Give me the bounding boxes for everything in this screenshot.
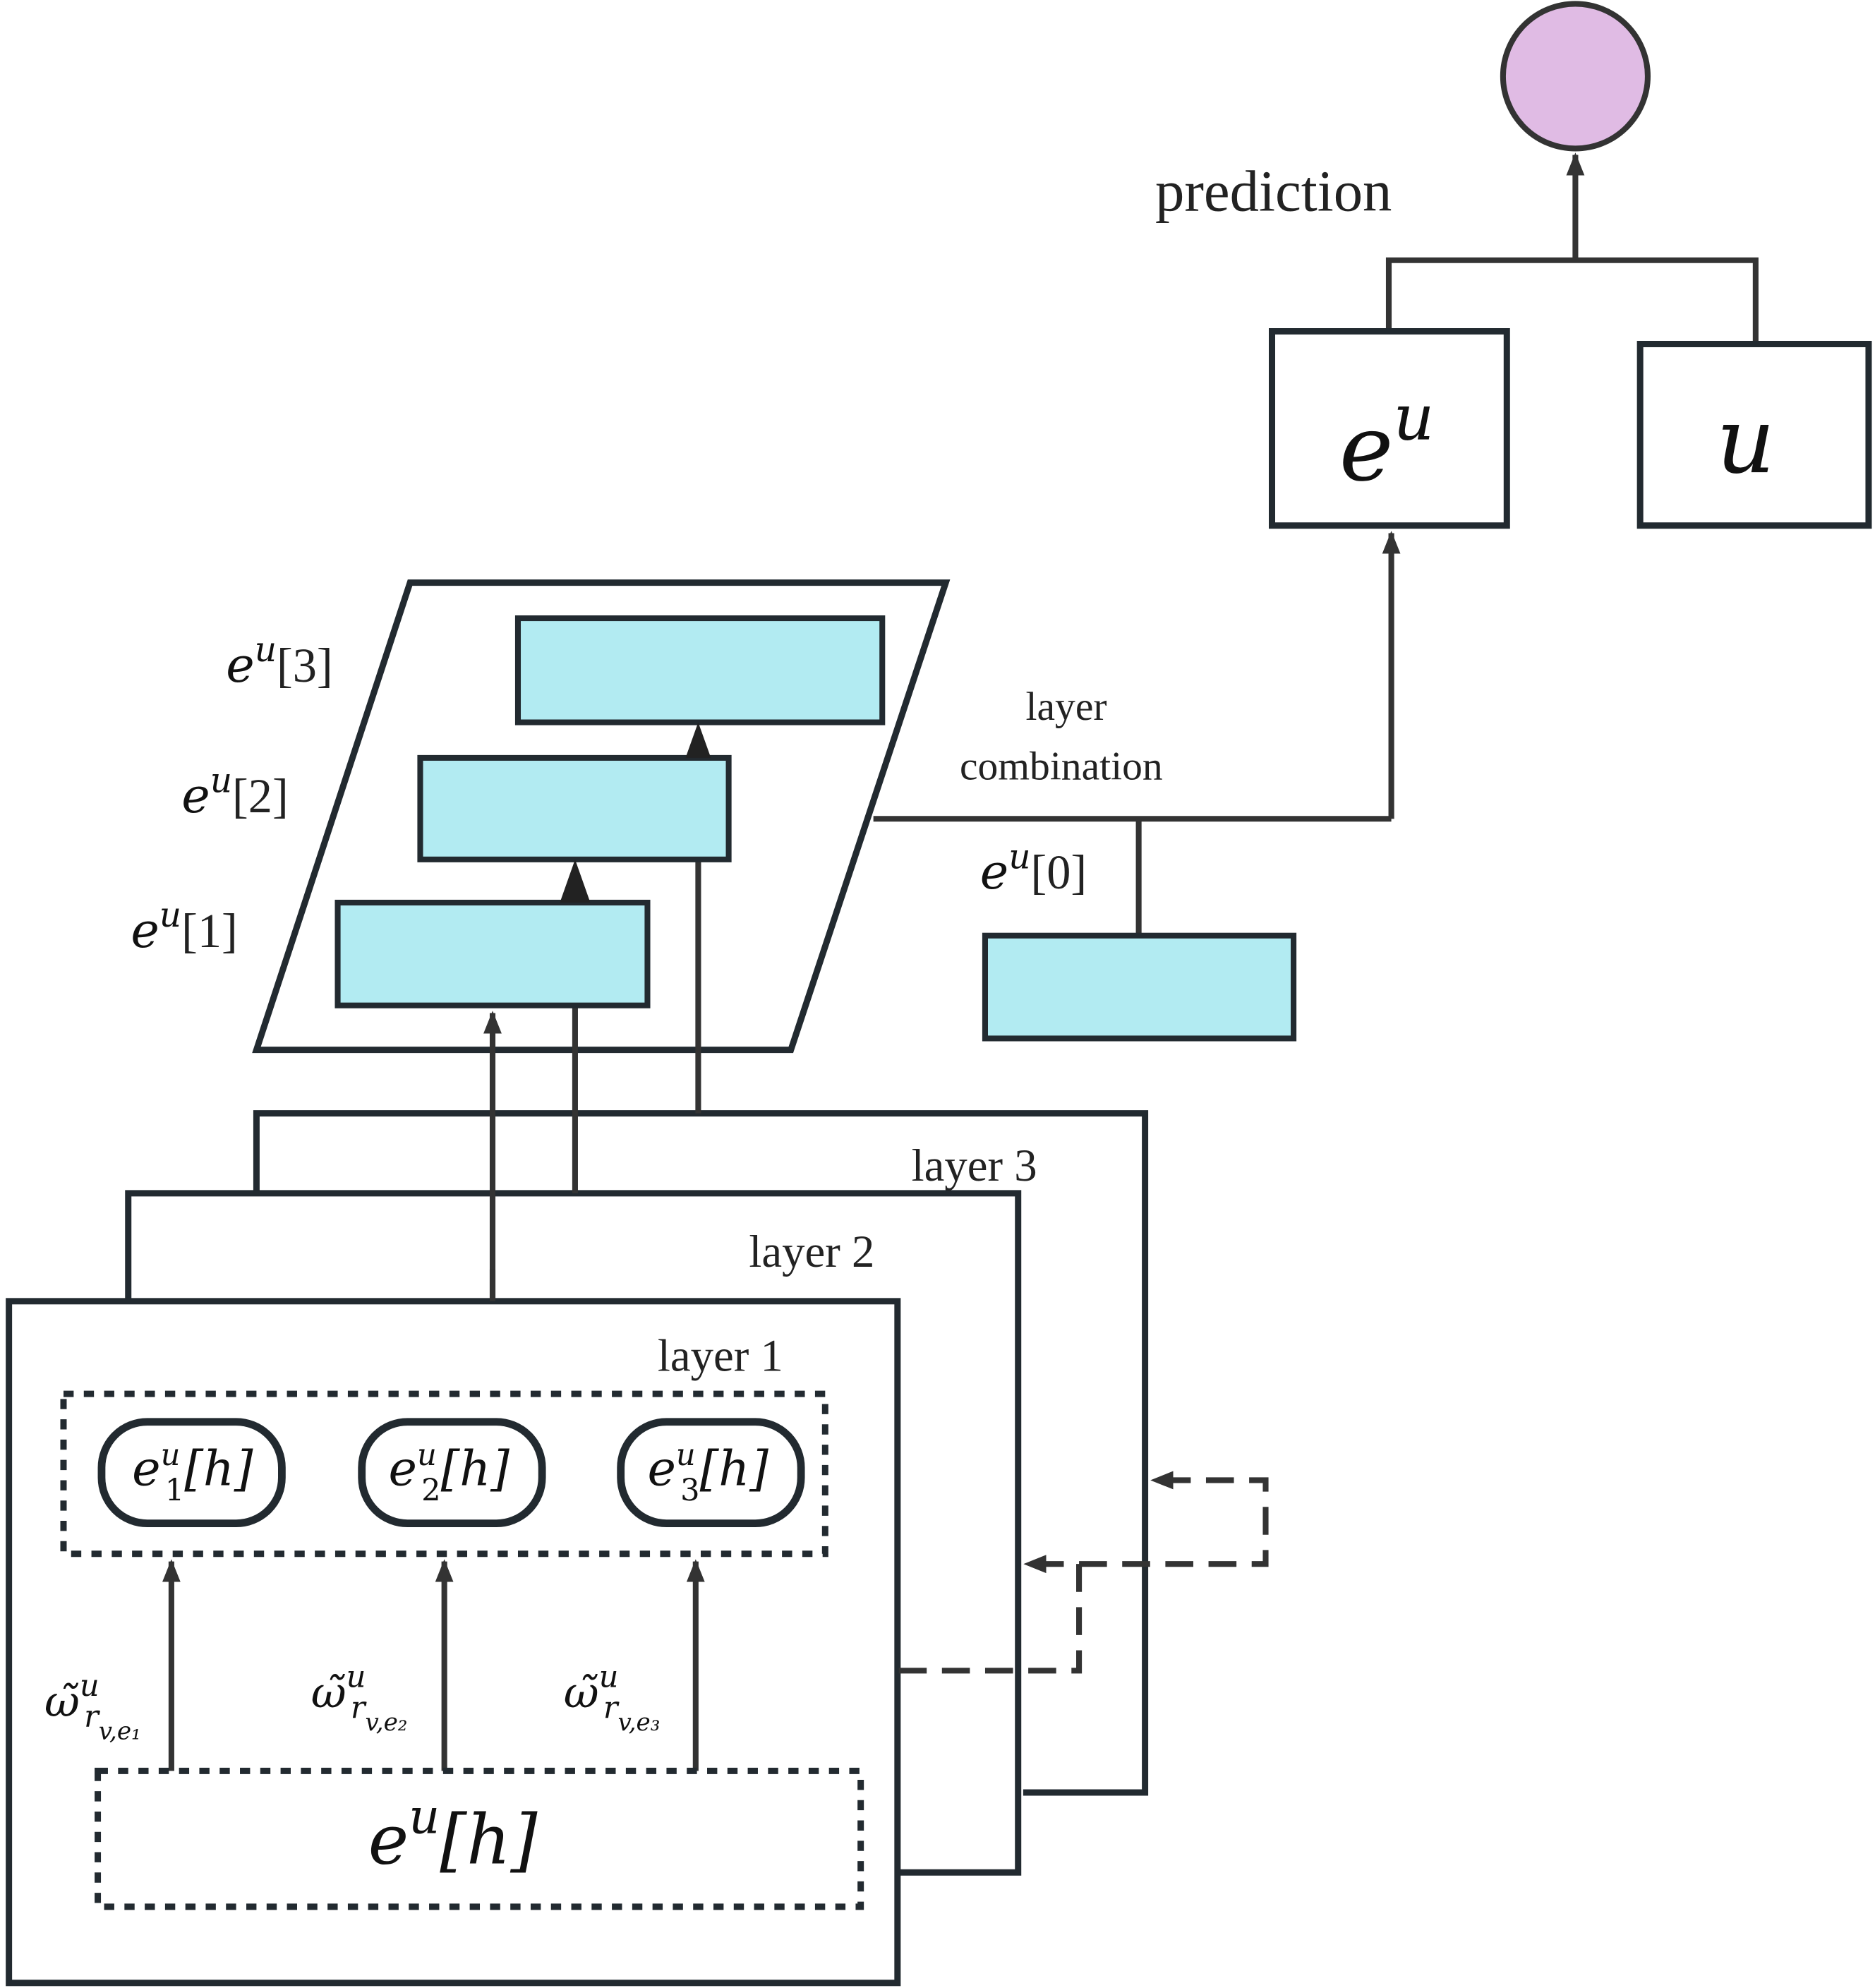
layer-2-title: layer 2: [749, 1227, 874, 1277]
prediction-label: prediction: [1155, 159, 1392, 224]
layer-2-embedding: [417, 754, 732, 862]
layer-3-frame: [253, 1110, 1149, 1796]
layer-3-title: layer 3: [912, 1140, 1037, 1191]
layer-2-frame: [125, 1190, 1022, 1876]
user-label: u: [1716, 387, 1775, 494]
layer-2-label: eu[2]: [181, 761, 288, 824]
feedback-arrow-layer-3: [1079, 1471, 1269, 1567]
user-embedding-box: [1269, 328, 1510, 529]
combination-label-1: layer: [1026, 685, 1107, 729]
arrowhead-icon: [685, 722, 711, 758]
entity-group: [60, 1390, 828, 1558]
layer-1-frame: [6, 1298, 901, 1987]
layer-1-title: layer 1: [658, 1331, 783, 1382]
layer-3-label: eu[3]: [226, 630, 332, 694]
prediction-connector: [1385, 257, 1759, 346]
user-embedding-label: eu: [1339, 381, 1435, 502]
layer-0-embedding: [982, 932, 1297, 1042]
prediction-node: [1500, 1, 1651, 152]
arrowhead-icon: [560, 859, 591, 903]
layer-0-label: eu[0]: [980, 837, 1087, 900]
feedback-arrow-layer-2: [898, 1555, 1083, 1674]
svg-text:eu1[h]: eu1[h]: [132, 1438, 253, 1508]
layer-1-embedding: [334, 899, 651, 1008]
combination-label-2: combination: [960, 744, 1163, 788]
input-embedding-box: [95, 1767, 864, 1910]
svg-text:eu3[h]: eu3[h]: [647, 1438, 768, 1508]
layer-3-embedding: [514, 615, 886, 725]
svg-text:eu2[h]: eu2[h]: [388, 1438, 510, 1508]
layer-1-label: eu[1]: [131, 896, 237, 959]
user-box: [1636, 340, 1872, 529]
input-embedding-label: eu[h]: [368, 1790, 538, 1880]
